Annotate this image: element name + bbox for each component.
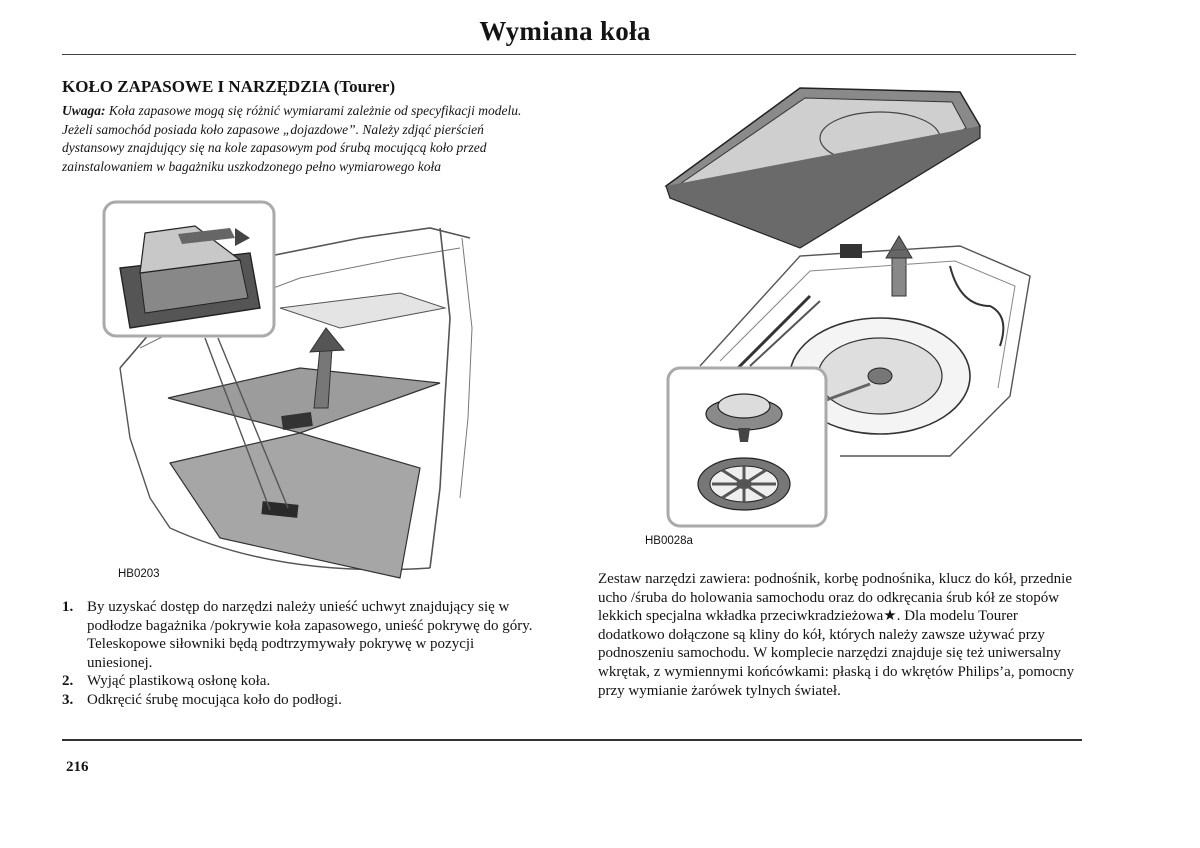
list-item: 2. Wyjąć plastikową osłonę koła.: [62, 672, 540, 691]
boot-floor-illustration: [102, 200, 473, 579]
step-number: 2.: [62, 673, 74, 690]
page-title: Wymiana koła: [479, 16, 651, 46]
note-text: Koła zapasowe mogą się różnić wymiarami …: [62, 103, 522, 175]
list-item: 3. Odkręcić śrubę mocująca koło do podłog…: [62, 691, 540, 710]
note-paragraph: Uwaga: Koła zapasowe mogą się różnić wym…: [62, 102, 540, 177]
step-number: 1.: [62, 599, 74, 615]
step-text: Wyjąć plastikową osłonę koła.: [87, 673, 271, 690]
spare-wheel-illustration: [664, 87, 1031, 528]
tools-paragraph: Zestaw narzędzi zawiera: podnośnik, korb…: [598, 571, 1075, 699]
step-number: 3.: [62, 691, 74, 708]
page-number: 216: [66, 759, 89, 775]
figure-code-left: HB0203: [118, 568, 160, 580]
section-heading: KOŁO ZAPASOWE I NARZĘDZIA (Tourer): [62, 77, 396, 96]
figure-code-right: HB0028a: [645, 535, 693, 547]
step-text: By uzyskać dostęp do narzędzi należy uni…: [87, 599, 533, 671]
header-rule: [62, 54, 1076, 55]
steps-list: 1. By uzyskać dostęp do narzędzi należy u…: [62, 598, 540, 710]
note-label: Uwaga:: [62, 103, 106, 118]
step-text: Odkręcić śrubę mocująca koło do podłogi.: [87, 691, 342, 708]
footer-rule: [62, 739, 1082, 741]
list-item: 1. By uzyskać dostęp do narzędzi należy u…: [62, 598, 540, 672]
